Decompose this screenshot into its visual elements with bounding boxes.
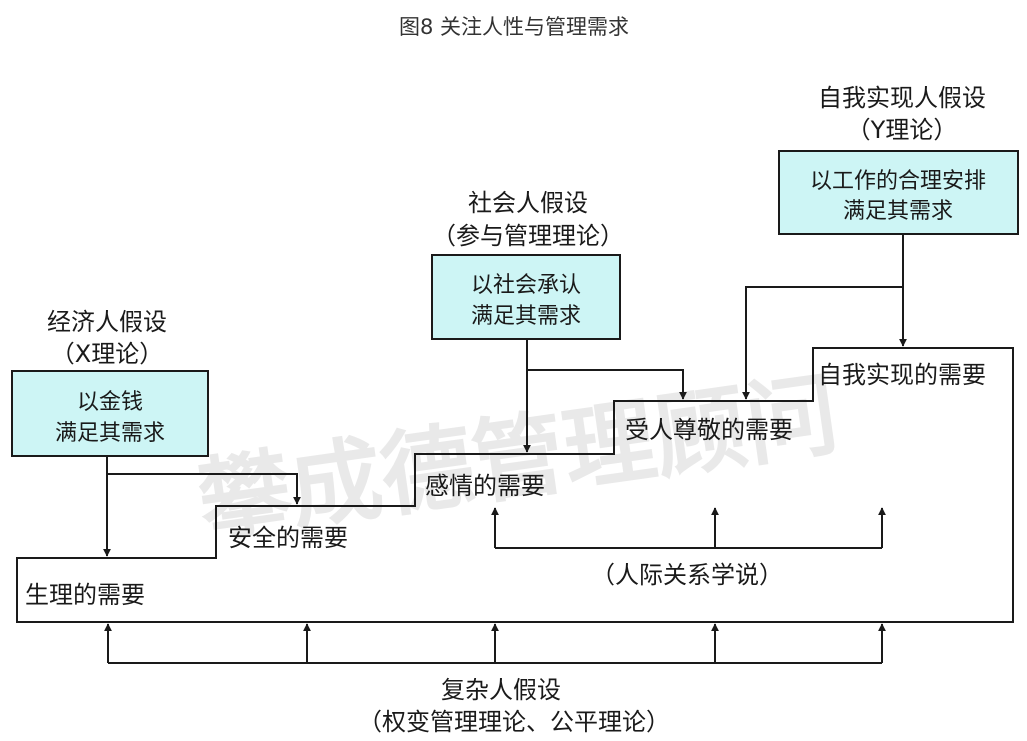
social-man-box-line2: 满足其需求 <box>471 304 581 329</box>
self-actualizing-arrow-esteem <box>742 286 903 400</box>
need-self-actualization: 自我实现的需要 <box>818 361 986 389</box>
social-man-theory: （参与管理理论） <box>432 222 624 250</box>
economic-man-theory: （X理论） <box>51 340 163 368</box>
self-actualizing-man-box-line2: 满足其需求 <box>843 199 953 224</box>
need-affection: 感情的需要 <box>425 472 545 500</box>
social-man-label: 社会人假设 <box>468 189 588 217</box>
staircase-outline <box>16 347 1014 623</box>
complex-man-theory: （权变管理理论、公平理论） <box>358 708 670 736</box>
economic-arrow-safety <box>107 473 301 505</box>
economic-man-label: 经济人假设 <box>47 308 167 336</box>
self-actualizing-man-box <box>778 150 1019 235</box>
self-actualizing-man-box-line1: 以工作的合理安排 <box>810 169 986 194</box>
economic-man-box-line2: 满足其需求 <box>55 421 165 446</box>
figure-title: 图8 关注人性与管理需求 <box>399 15 629 39</box>
economic-man-box-line1: 以金钱 <box>77 390 143 415</box>
social-arrow-esteem <box>527 369 687 400</box>
need-physiological: 生理的需要 <box>25 581 145 609</box>
economic-man-box <box>11 370 209 457</box>
need-esteem: 受人尊敬的需要 <box>625 416 793 444</box>
need-safety: 安全的需要 <box>228 524 348 552</box>
complex-man-label: 复杂人假设 <box>441 676 561 704</box>
self-actualizing-man-label: 自我实现人假设 <box>818 84 986 112</box>
self-actualizing-man-theory: （Y理论） <box>847 116 958 144</box>
social-man-box <box>431 254 621 340</box>
social-man-box-line1: 以社会承认 <box>471 273 581 298</box>
human-relations-label: （人际关系学说） <box>591 561 783 589</box>
